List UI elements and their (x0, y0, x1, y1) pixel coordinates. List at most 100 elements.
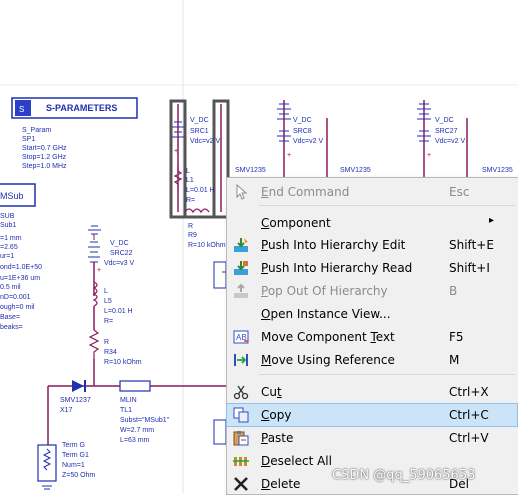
menu-item-label: Push Into Hierarchy Edit (261, 238, 406, 252)
l1-label: L=0.01 H (186, 187, 215, 194)
msub-line: 0.5 mil (0, 284, 21, 291)
menu-item-shortcut: Ctrl+V (449, 431, 489, 445)
sparam-line: Step=1.0 MHz (22, 163, 67, 170)
l5-label: L5 (104, 298, 112, 305)
mlin-label: MLIN (120, 397, 137, 404)
msub-line: ough=0 mil (0, 304, 35, 311)
r9-label: R (188, 223, 193, 230)
msub-line: =2.65 (0, 244, 18, 251)
term-label: Num=1 (62, 462, 85, 469)
rf-signal-path[interactable]: SMV1237 X17 MLIN TL1 Subst="MSub1" W=2.7… (47, 380, 226, 445)
menu-item-delete[interactable]: Delete Del (227, 473, 517, 495)
vdc-src8-component[interactable]: V_DC SRC8 Vdc=v2 V + SMV1235 (277, 100, 371, 177)
smv1235-label: SMV1235 (482, 167, 513, 174)
msub-line: SUB (0, 213, 15, 220)
menu-item-label: Pop Out Of Hierarchy (261, 284, 388, 298)
menu-item-shortcut: Del (449, 477, 469, 491)
vdc-src27-component[interactable]: V_DC SRC27 Vdc=v2 V + SMV1235 (417, 100, 513, 177)
menu-separator (259, 205, 515, 206)
l5-label: L (104, 288, 108, 295)
menu-item-label: Paste (261, 431, 294, 445)
delete-x-icon (234, 477, 248, 491)
menu-separator (259, 374, 515, 375)
mlin-label: TL1 (120, 407, 132, 414)
sparam-line: Stop=1.2 GHz (22, 154, 67, 161)
src1-label: Vdc=v2 V (190, 138, 220, 145)
src8-label: V_DC (293, 117, 312, 124)
menu-item-shortcut: Shift+I (449, 261, 490, 275)
src8-label: SRC8 (293, 128, 312, 135)
mlin-label: W=2.7 mm (120, 427, 154, 434)
menu-item-label: Delete (261, 477, 301, 491)
l1-label: R= (186, 197, 195, 204)
sparam-line: SP1 (22, 136, 35, 143)
sparam-line: S_Param (22, 127, 51, 134)
copy-icon (233, 407, 249, 423)
plus-sign: + (97, 267, 101, 274)
l1-label: L1 (186, 177, 194, 184)
msub-line: u=1E+36 um (0, 275, 40, 282)
l5-label: R= (104, 318, 113, 325)
mlin-label: Subst="MSub1" (120, 417, 170, 424)
menu-item-paste[interactable]: Paste Ctrl+V (227, 427, 517, 449)
term-label: Term G (62, 442, 85, 449)
smv1235-label: SMV1235 (340, 167, 371, 174)
term-g-component[interactable]: Term G Term G1 Num=1 Z=50 Ohm (37, 442, 95, 490)
smv1235-label: SMV1235 (235, 167, 266, 174)
src27-label: Vdc=v2 V (435, 138, 465, 145)
move-text-icon: AB (233, 330, 249, 344)
menu-item-push-into-hierarchy-edit[interactable]: Push Into Hierarchy Edit Shift+E (227, 234, 517, 256)
src22-label: SRC22 (110, 250, 133, 257)
menu-item-label: Move Using Reference (261, 353, 395, 367)
menu-item-pop-out-of-hierarchy[interactable]: Pop Out Of Hierarchy B (227, 280, 517, 302)
context-menu[interactable]: End Command Esc Component ▸ Push Into Hi… (226, 177, 518, 495)
menu-item-move-component-text[interactable]: AB Move Component Text F5 (227, 326, 517, 348)
term-label: Term G1 (62, 452, 89, 459)
menu-item-shortcut: B (449, 284, 458, 298)
sparameters-component[interactable]: S S-PARAMETERS S_Param SP1 Start=0.7 GHz… (11, 97, 138, 170)
menu-item-deselect-all[interactable]: Deselect All (227, 450, 517, 472)
menu-item-cut[interactable]: Cut Ctrl+X (227, 381, 517, 403)
src1-label: SRC1 (190, 128, 209, 135)
menu-item-label: Push Into Hierarchy Read (261, 261, 413, 275)
svg-text:AB: AB (236, 333, 247, 342)
src1-label: V_DC (190, 117, 209, 124)
src27-label: SRC27 (435, 128, 458, 135)
menu-item-label: Component (261, 216, 331, 230)
menu-item-move-using-reference[interactable]: Move Using Reference M (227, 349, 517, 371)
vdc-src22-component[interactable]: V_DC SRC22 Vdc=v3 V + L L5 L=0.01 H R= R… (88, 225, 142, 386)
menu-item-end-command[interactable]: End Command Esc (227, 181, 517, 203)
move-reference-icon (234, 354, 248, 366)
selected-component-group[interactable]: V_DC SRC1 Vdc=v2 V + SMV1235 L L1 L=0.01… (169, 99, 266, 249)
mlin-label: L=63 mm (120, 437, 150, 444)
msub-line: Sub1 (0, 222, 16, 229)
msub-line: ond=1.0E+50 (0, 264, 42, 271)
menu-item-component[interactable]: Component ▸ (227, 212, 517, 234)
push-hierarchy-edit-icon (234, 238, 248, 252)
scissors-icon (233, 385, 249, 400)
r34-label: R34 (104, 349, 117, 356)
src27-label: V_DC (435, 117, 454, 124)
term-label: Z=50 Ohm (62, 472, 95, 479)
msub-line: ur=1 (0, 253, 14, 260)
msub-line: =1 mm (0, 235, 22, 242)
l5-label: L=0.01 H (104, 308, 133, 315)
menu-item-shortcut: Ctrl+C (449, 408, 489, 422)
push-hierarchy-read-icon (234, 261, 248, 275)
menu-item-open-instance-view[interactable]: Open Instance View... (227, 303, 517, 325)
r34-label: R (104, 339, 109, 346)
menu-item-label: Move Component Text (261, 330, 395, 344)
msub-line: beaks= (0, 324, 23, 331)
menu-item-shortcut: F5 (449, 330, 464, 344)
menu-item-copy[interactable]: Copy Ctrl+C (226, 403, 518, 427)
r34-label: R=10 kOhm (104, 359, 142, 366)
menu-item-push-into-hierarchy-read[interactable]: Push Into Hierarchy Read Shift+I (227, 257, 517, 279)
src22-label: V_DC (110, 240, 129, 247)
plus-sign: + (287, 152, 291, 159)
r9-label: R=10 kOhm (188, 242, 226, 249)
sparam-line: Start=0.7 GHz (22, 145, 67, 152)
plus-sign: + (174, 148, 178, 155)
menu-item-shortcut: M (449, 353, 460, 367)
msub-component[interactable]: MSub SUB Sub1 =1 mm =2.65 ur=1 ond=1.0E+… (0, 183, 42, 331)
